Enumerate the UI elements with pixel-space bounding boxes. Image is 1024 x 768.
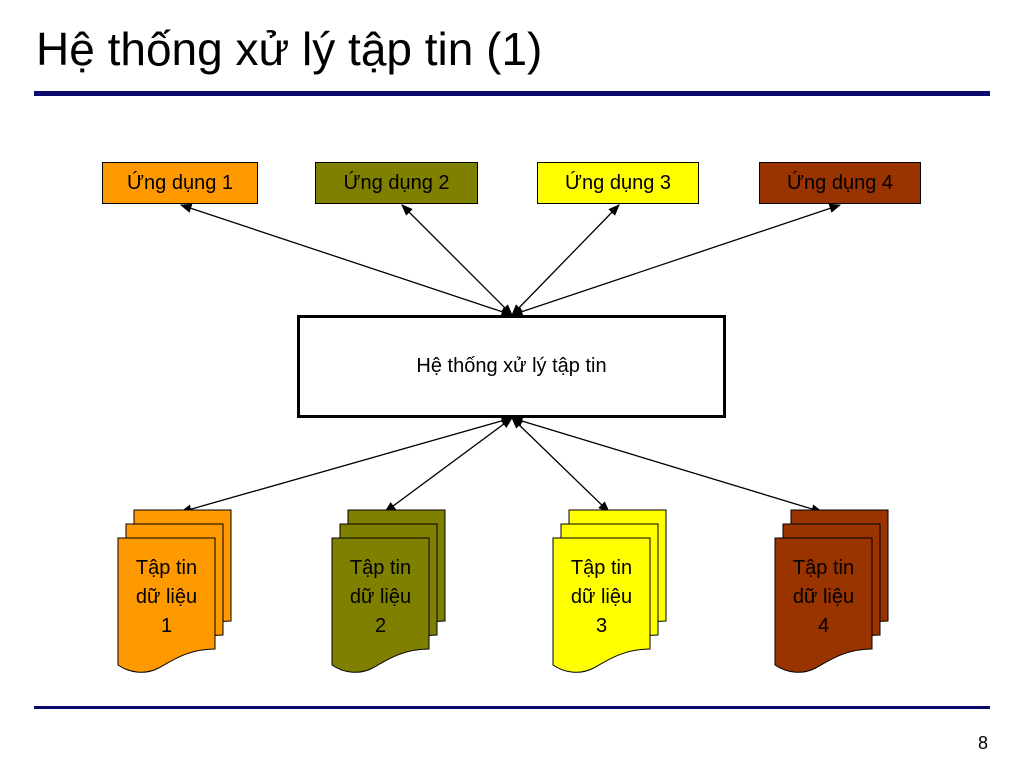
document-stack-icon bbox=[552, 509, 667, 673]
arrow-app-3 bbox=[511, 204, 620, 316]
document-page-3 bbox=[552, 537, 651, 673]
page-number: 8 bbox=[977, 733, 988, 753]
data-file-label-line1: Tập tin bbox=[792, 557, 855, 579]
application-label: Ứng dụng 4 bbox=[786, 171, 894, 194]
application-box-4: Ứng dụng 4 bbox=[759, 162, 921, 204]
data-file-label-line1: Tập tin bbox=[135, 557, 198, 579]
application-box-2: Ứng dụng 2 bbox=[315, 162, 478, 204]
document-page-3 bbox=[331, 537, 430, 673]
document-stack-icon bbox=[774, 509, 889, 673]
application-label: Ứng dụng 1 bbox=[126, 171, 234, 194]
data-file-label-line2: dữ liệu bbox=[792, 586, 855, 608]
data-file-label-line3: 3 bbox=[595, 615, 608, 637]
data-file-label-line3: 4 bbox=[817, 615, 830, 637]
arrow-file-4 bbox=[510, 416, 824, 514]
data-file-label-line1: Tập tin bbox=[570, 557, 633, 579]
footer-divider bbox=[34, 706, 990, 709]
data-file-3: Tập tin dữ liệu 3 bbox=[552, 509, 668, 673]
document-page-3 bbox=[117, 537, 216, 673]
arrow-file-2 bbox=[384, 417, 513, 513]
document-stack-icon bbox=[331, 509, 446, 673]
data-file-1: Tập tin dữ liệu 1 bbox=[117, 509, 233, 673]
application-box-1: Ứng dụng 1 bbox=[102, 162, 258, 204]
data-file-2: Tập tin dữ liệu 2 bbox=[331, 509, 447, 673]
arrow-app-2 bbox=[401, 204, 513, 316]
file-system-box: Hệ thống xử lý tập tin bbox=[297, 315, 726, 418]
file-system-label: Hệ thống xử lý tập tin bbox=[416, 355, 607, 377]
arrow-file-1 bbox=[179, 416, 514, 514]
arrow-app-1 bbox=[179, 203, 514, 317]
application-label: Ứng dụng 3 bbox=[564, 171, 672, 194]
data-file-4: Tập tin dữ liệu 4 bbox=[774, 509, 890, 673]
data-file-label-line2: dữ liệu bbox=[349, 586, 412, 608]
title-divider bbox=[34, 91, 990, 96]
data-file-label-line3: 1 bbox=[160, 615, 173, 637]
document-page-3 bbox=[774, 537, 873, 673]
document-stack-icon bbox=[117, 509, 232, 673]
slide-title: Hệ thống xử lý tập tin (1) bbox=[36, 23, 543, 75]
application-box-3: Ứng dụng 3 bbox=[537, 162, 699, 204]
data-file-label-line2: dữ liệu bbox=[570, 586, 633, 608]
data-file-label-line2: dữ liệu bbox=[135, 586, 198, 608]
data-file-label-line1: Tập tin bbox=[349, 557, 412, 579]
application-label: Ứng dụng 2 bbox=[343, 171, 450, 194]
data-file-label-line3: 2 bbox=[374, 615, 387, 637]
arrow-app-4 bbox=[510, 203, 842, 317]
